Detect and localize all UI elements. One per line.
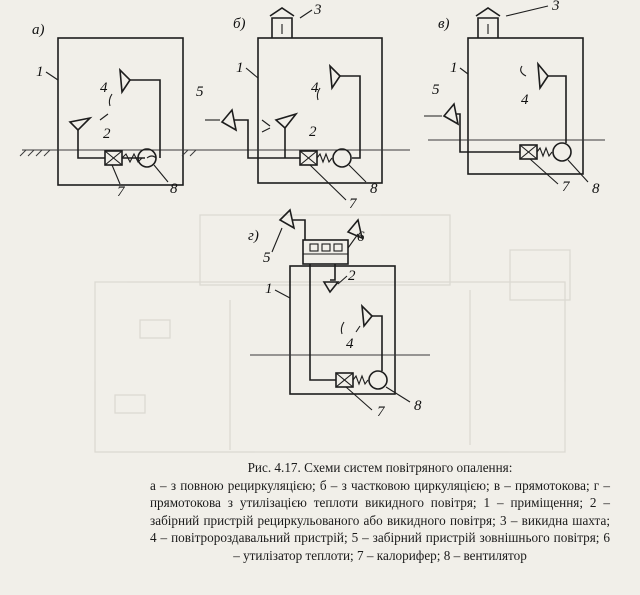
diffuser-4-g [360, 303, 374, 329]
intake-2-g [322, 281, 340, 294]
scheme-b: б) 3 5 1 4 2 7 8 [196, 2, 410, 212]
duct-a-intake [77, 130, 105, 159]
label-7-v: 7 [562, 179, 571, 195]
scheme-a: а) 1 4 2 7 8 [19, 22, 200, 200]
label-7-a: 7 [117, 184, 126, 200]
room-a [57, 37, 184, 186]
diffuser-4-a [119, 67, 132, 95]
label-2-g: 2 [348, 268, 356, 284]
intake-5-b [220, 108, 238, 132]
room-g [289, 265, 396, 395]
scheme-g: г) 6 5 2 1 4 7 8 [248, 208, 430, 420]
exhaust-outlet-g [346, 218, 364, 240]
intake-2-b [274, 112, 299, 130]
duct-b-supply [340, 75, 361, 159]
duct-g-outdoor [292, 219, 306, 240]
label-4-b: 4 [311, 80, 319, 96]
fan-8-b [332, 148, 352, 168]
label-5-b: 5 [196, 84, 204, 100]
diffuser-4-b [329, 63, 342, 91]
diffuser-4-v [536, 61, 549, 91]
label-4-v: 4 [521, 92, 529, 108]
label-8-b: 8 [370, 181, 378, 197]
label-5-v: 5 [432, 82, 440, 98]
label-7-b: 7 [349, 196, 358, 212]
label-2-a: 2 [103, 126, 111, 142]
label-2-b: 2 [309, 124, 317, 140]
label-7-g: 7 [377, 404, 386, 420]
heat-recovery-6-g [302, 239, 349, 265]
label-5-g: 5 [263, 250, 271, 266]
shaft-cap-b [269, 7, 295, 17]
label-3-b: 3 [313, 2, 322, 18]
panel-v-label: в) [438, 16, 450, 32]
intake-2-a [68, 116, 93, 132]
panel-a-label: а) [32, 22, 45, 38]
label-1-g: 1 [265, 281, 273, 297]
room-v [467, 37, 584, 175]
label-1-b: 1 [236, 60, 244, 76]
background-show-through [94, 214, 571, 453]
fan-8-g [368, 370, 388, 390]
intake-5-v [442, 102, 460, 126]
panel-b-label: б) [233, 16, 246, 32]
label-8-g: 8 [414, 398, 422, 414]
shaft-3-b [271, 17, 293, 38]
duct-b-outdoor [234, 119, 300, 159]
duct-a-supply [130, 79, 161, 158]
fan-8-v [552, 142, 572, 162]
label-4-a: 4 [100, 80, 108, 96]
airflow-arrow-a2 [99, 113, 109, 121]
label-1-a: 1 [36, 64, 44, 80]
figure-caption: Рис. 4.17. Схеми систем повітряного опал… [150, 459, 610, 564]
label-3-v: 3 [551, 0, 560, 14]
duct-g-main [309, 264, 336, 381]
duct-v-supply [548, 75, 567, 143]
label-4-g: 4 [346, 336, 354, 352]
ground-hatch-a [19, 149, 197, 157]
duct-v-outdoor [456, 113, 520, 153]
label-1-v: 1 [450, 60, 458, 76]
scheme-v: в) 3 5 1 4 7 8 [424, 0, 605, 197]
duct-g-exhaust [330, 264, 336, 281]
intake-5-g [278, 208, 296, 230]
room-b [257, 37, 383, 184]
panel-g-label: г) [248, 228, 259, 244]
label-8-v: 8 [592, 181, 600, 197]
caption-body: а – з повною рециркуляцією; б – з частко… [150, 477, 610, 563]
label-8-a: 8 [170, 181, 178, 197]
airflow-arrow-a1 [108, 93, 113, 107]
duct-g-supply [372, 315, 383, 371]
shaft-3-v [477, 17, 499, 38]
caption-title: Рис. 4.17. Схеми систем повітряного опал… [247, 460, 513, 475]
